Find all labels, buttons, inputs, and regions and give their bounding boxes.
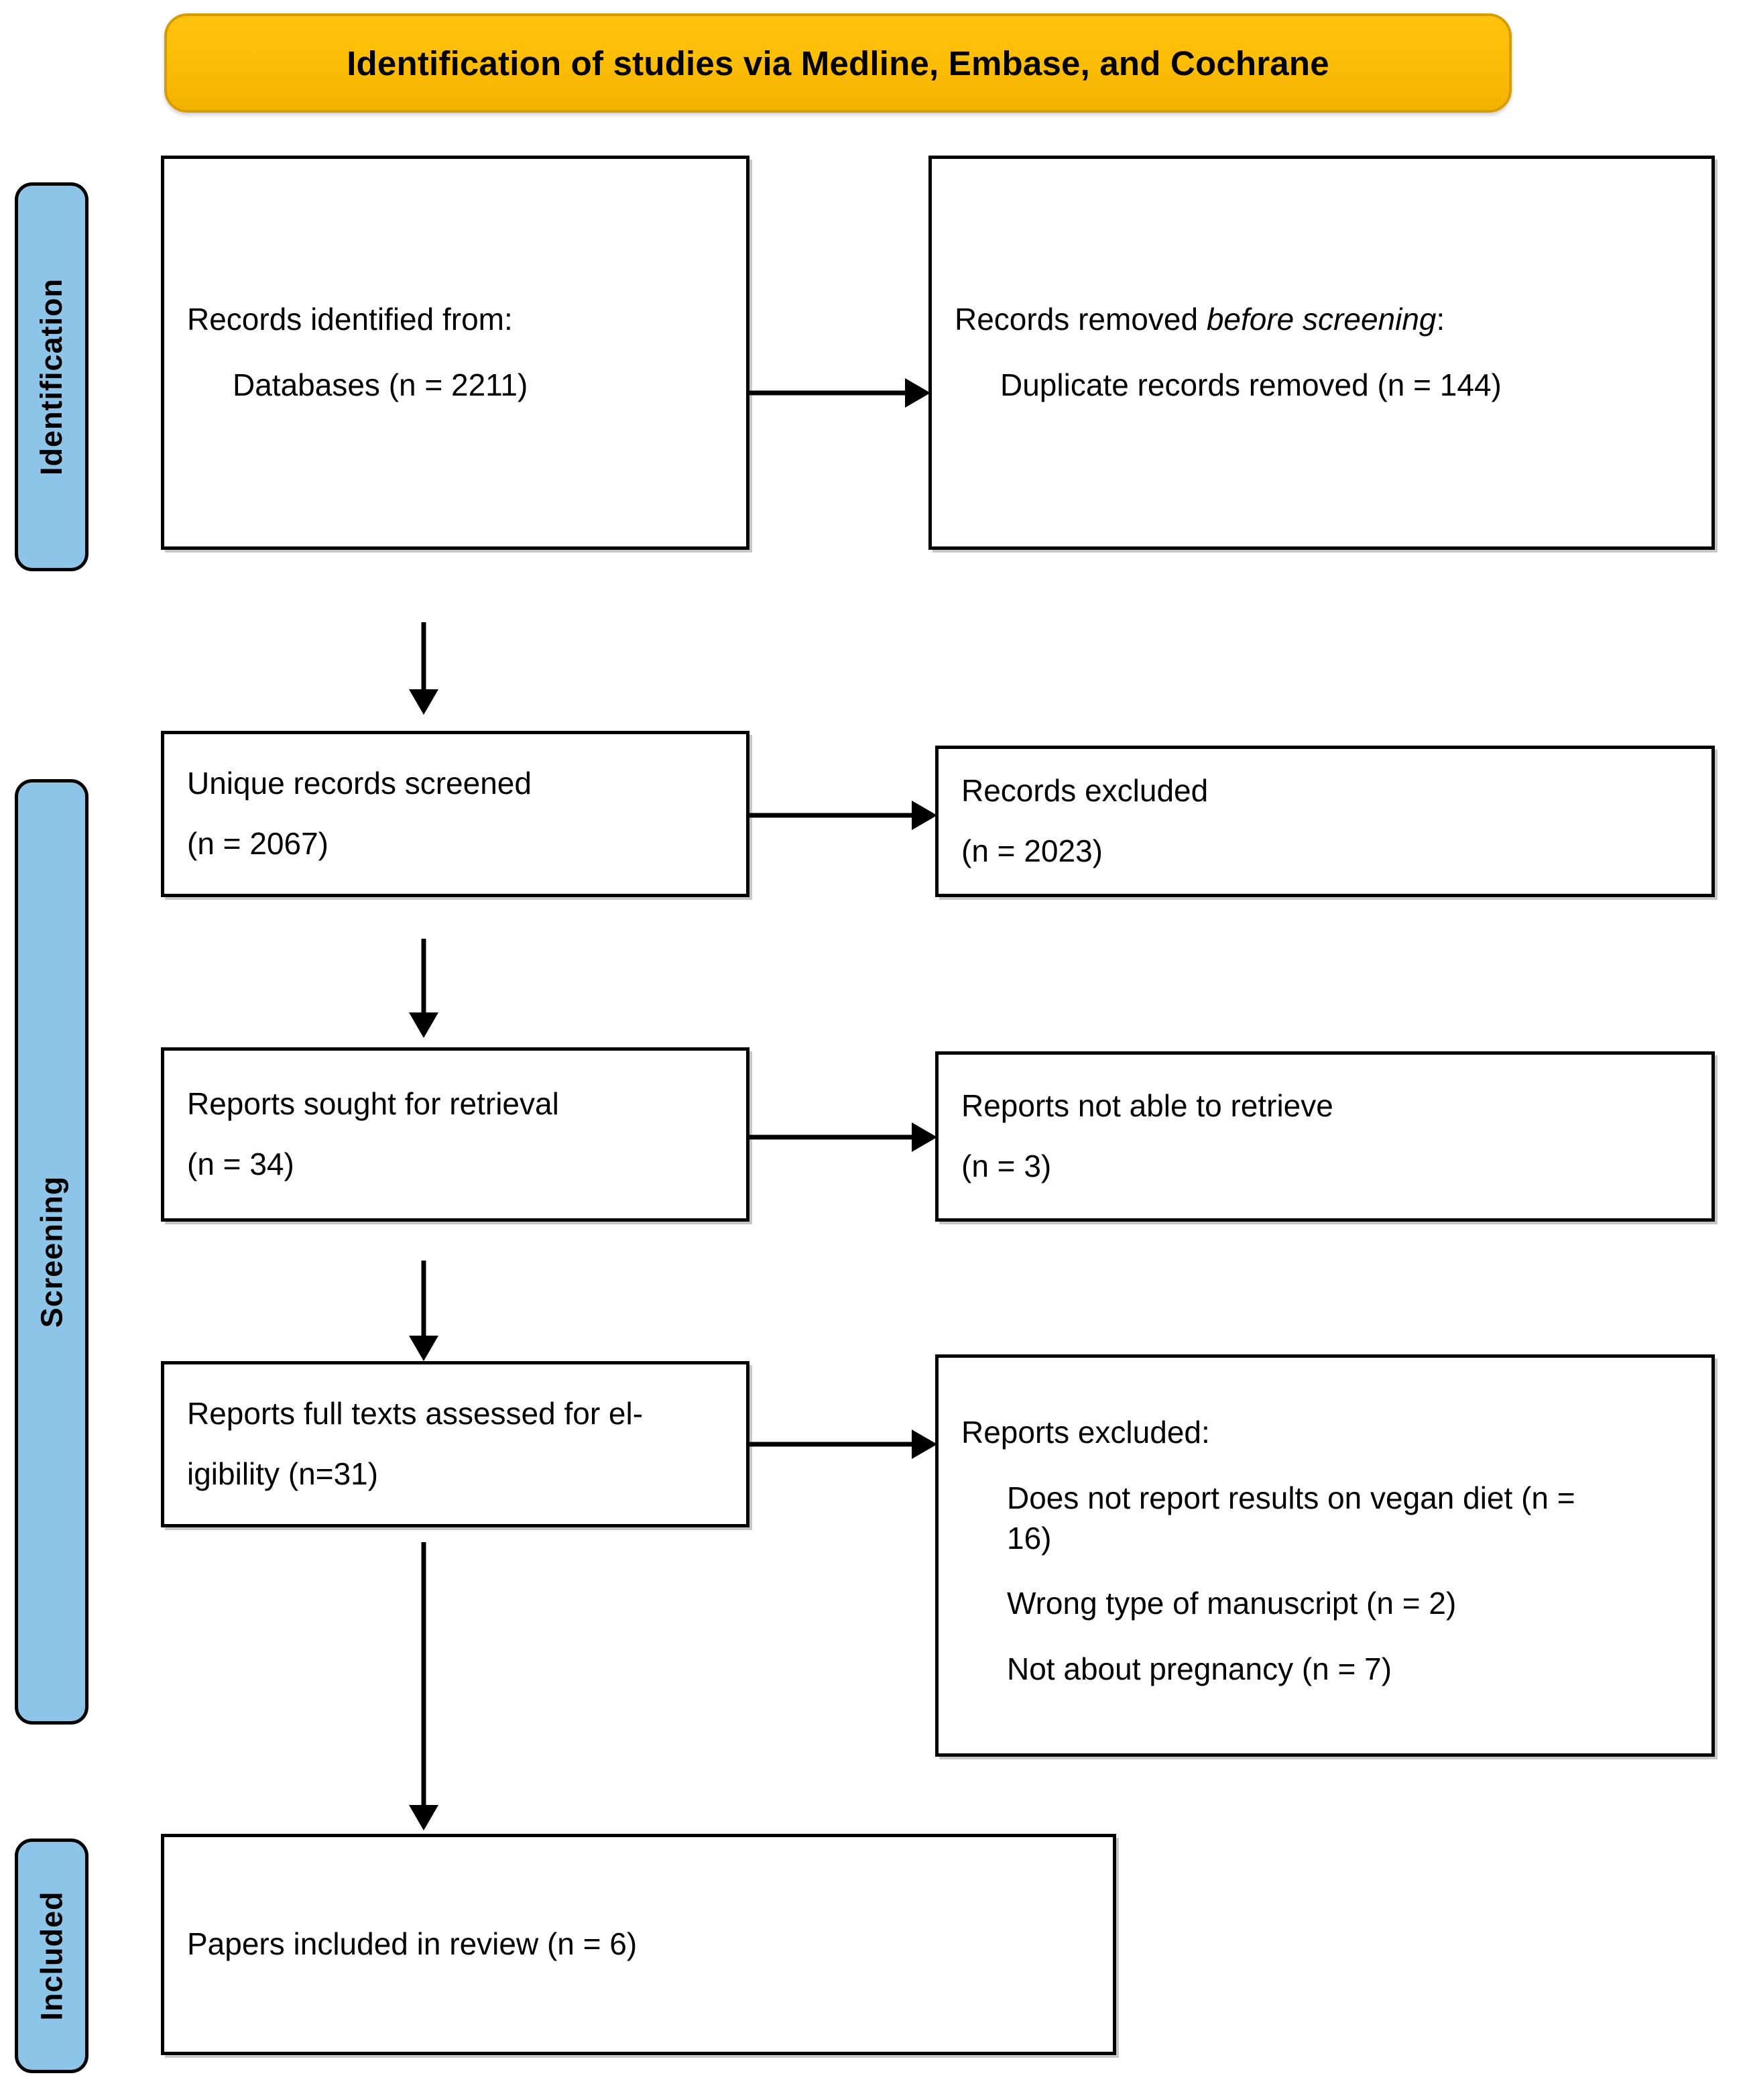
arrow-identified-to-removed	[749, 374, 930, 412]
reports-excluded-reason1-line2: 16)	[1007, 1520, 1052, 1556]
arrow-sought-to-not-retrieved	[749, 1118, 937, 1156]
box-records-excluded: Records excluded (n = 2023)	[935, 746, 1715, 897]
arrow-full-text-to-excluded	[749, 1425, 937, 1463]
stage-bar-screening: Screening	[15, 779, 88, 1725]
records-screened-line1: Unique records screened	[187, 766, 532, 801]
box-records-removed: Records removed before screening: Duplic…	[928, 156, 1715, 550]
box-papers-included: Papers included in review (n = 6)	[161, 1834, 1116, 2055]
arrow-screened-to-sought	[405, 939, 442, 1038]
arrow-screened-to-excluded	[749, 797, 937, 834]
records-removed-line1-pre: Records removed	[955, 302, 1207, 337]
reports-not-retrieved-line1: Reports not able to retrieve	[961, 1088, 1333, 1124]
reports-excluded-reason2: Wrong type of manuscript (n = 2)	[1007, 1586, 1457, 1621]
stage-label-screening: Screening	[34, 1175, 69, 1328]
arrow-identified-to-screened	[405, 622, 442, 715]
records-screened-line2: (n = 2067)	[187, 826, 328, 861]
reports-excluded-heading: Reports excluded:	[961, 1415, 1210, 1450]
header-banner-title: Identification of studies via Medline, E…	[347, 44, 1329, 82]
box-records-screened: Unique records screened (n = 2067)	[161, 731, 749, 897]
reports-excluded-reason1-line1: Does not report results on vegan diet (n…	[1007, 1480, 1575, 1515]
stage-label-identification: Identification	[34, 278, 68, 475]
reports-sought-line1: Reports sought for retrieval	[187, 1086, 559, 1122]
box-reports-excluded: Reports excluded: Does not report result…	[935, 1354, 1715, 1757]
reports-not-retrieved-line2: (n = 3)	[961, 1149, 1052, 1183]
box-reports-sought: Reports sought for retrieval (n = 34)	[161, 1047, 749, 1222]
full-text-assessed-line2: igibility (n=31)	[187, 1456, 379, 1491]
box-full-text-assessed: Reports full texts assessed for el- igib…	[161, 1361, 749, 1527]
stage-bar-identification: Identification	[15, 182, 88, 571]
papers-included-line1: Papers included in review (n = 6)	[187, 1926, 638, 1962]
arrow-full-text-to-included	[405, 1542, 442, 1830]
full-text-assessed-line1: Reports full texts assessed for el-	[187, 1396, 644, 1432]
box-records-identified: Records identified from: Databases (n = …	[161, 156, 749, 550]
records-identified-line1: Records identified from:	[187, 302, 513, 337]
records-identified-line2: Databases (n = 2211)	[233, 367, 528, 402]
stage-label-included: Included	[34, 1891, 69, 2021]
stage-bar-included: Included	[15, 1839, 88, 2073]
records-removed-line2: Duplicate records removed (n = 144)	[1000, 367, 1502, 402]
header-banner: Identification of studies via Medline, E…	[164, 13, 1512, 113]
records-excluded-line1: Records excluded	[961, 773, 1209, 809]
reports-sought-line2: (n = 34)	[187, 1147, 294, 1181]
records-excluded-line2: (n = 2023)	[961, 833, 1103, 868]
arrow-sought-to-full-text	[405, 1261, 442, 1361]
reports-excluded-reason3: Not about pregnancy (n = 7)	[1007, 1651, 1392, 1687]
records-removed-line1-post: :	[1436, 302, 1445, 337]
box-reports-not-retrieved: Reports not able to retrieve (n = 3)	[935, 1051, 1715, 1222]
records-removed-line1: Records removed before screening:	[955, 300, 1689, 340]
records-removed-line1-emphasis: before screening	[1206, 302, 1437, 337]
